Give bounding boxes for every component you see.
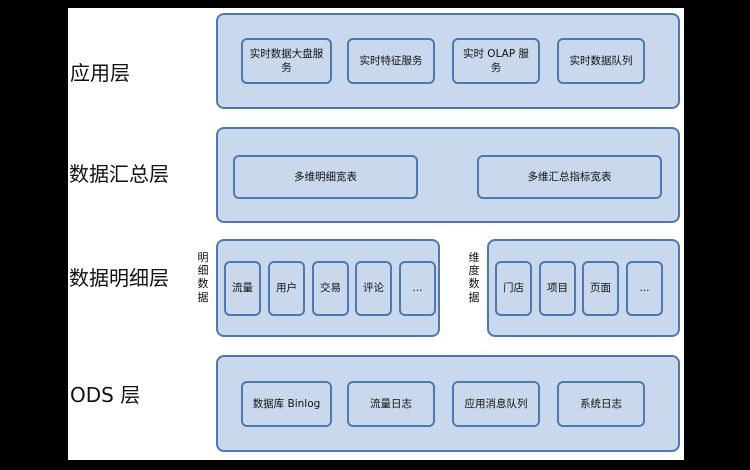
app-item-feature-service: 实时特征服务 (347, 38, 435, 84)
detail-dim-page: 页面 (582, 261, 619, 316)
app-item-olap-service: 实时 OLAP 服务 (452, 38, 540, 84)
app-item-dashboard-service: 实时数据大盘服务 (241, 38, 332, 84)
ods-item-message-queue: 应用消息队列 (452, 381, 540, 427)
detail-dim-project: 项目 (539, 261, 576, 316)
detail-fact-comment: 评论 (355, 261, 392, 316)
summary-item-metric-wide-table: 多维汇总指标宽表 (477, 155, 662, 199)
detail-group-label-fact: 明细数据 (197, 251, 209, 304)
layer-label-ods: ODS 层 (70, 383, 141, 407)
layer-label-detail: 数据明细层 (69, 266, 169, 290)
detail-group-label-dimension: 维度数据 (468, 251, 480, 304)
detail-fact-traffic: 流量 (224, 261, 261, 316)
detail-fact-trade: 交易 (312, 261, 349, 316)
summary-item-detail-wide-table: 多维明细宽表 (233, 155, 418, 199)
layer-label-app: 应用层 (70, 61, 130, 85)
detail-dim-store: 门店 (495, 261, 532, 316)
layer-label-summary: 数据汇总层 (69, 162, 169, 186)
detail-dim-more: ... (626, 261, 663, 316)
detail-fact-more: ... (399, 261, 436, 316)
ods-item-traffic-log: 流量日志 (347, 381, 435, 427)
detail-fact-user: 用户 (268, 261, 305, 316)
ods-item-system-log: 系统日志 (557, 381, 645, 427)
app-item-data-queue: 实时数据队列 (557, 38, 645, 84)
ods-item-db-binlog: 数据库 Binlog (241, 381, 332, 427)
